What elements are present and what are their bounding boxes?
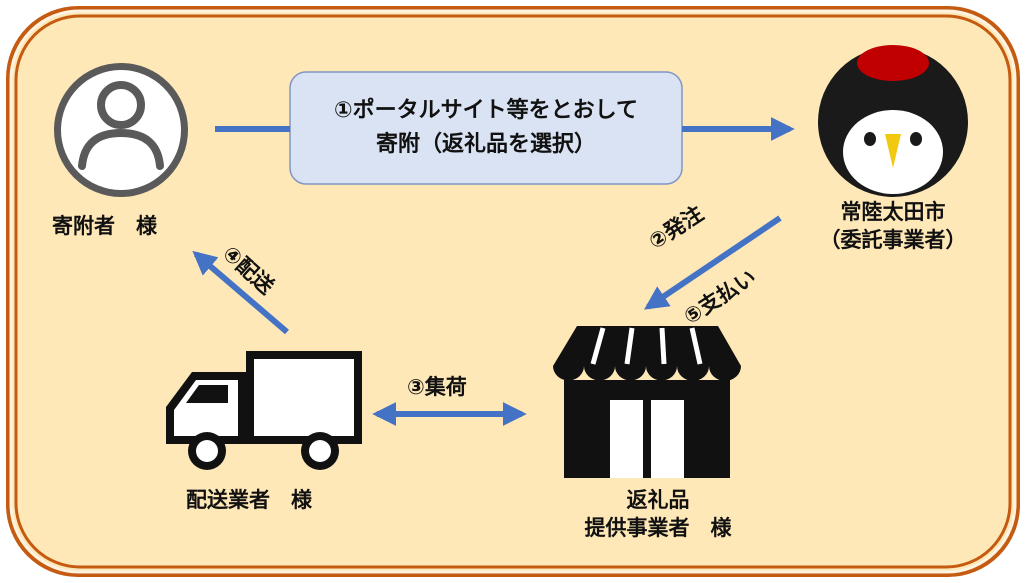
arrow-ship (192, 250, 289, 335)
frame-inner-line (14, 14, 1012, 569)
step-pickup-label: ③集荷 (407, 375, 467, 399)
donor-label: 寄附者 様 (52, 214, 157, 238)
storefront-icon (553, 326, 741, 478)
frame-gap (9, 9, 1017, 574)
city-label-line2: （委託事業者） (819, 228, 967, 252)
delivery-truck-icon (166, 351, 362, 470)
supplier-label: 返礼品 提供事業者 様 (552, 486, 764, 542)
bird-mascot-icon (818, 45, 968, 197)
delivery-label: 配送業者 様 (186, 488, 312, 512)
user-avatar-icon (54, 63, 188, 197)
city-label: 常陸太田市 （委託事業者） (800, 198, 986, 254)
step1-line1: ①ポータルサイト等をとおして (334, 98, 638, 123)
supplier-label-line1: 返礼品 (626, 488, 690, 512)
city-label-line1: 常陸太田市 (840, 200, 946, 224)
step1-line2: 寄附（返礼品を選択） (375, 132, 596, 157)
step1-label: ①ポータルサイト等をとおして 寄附（返礼品を選択） (290, 72, 682, 184)
arrow-order (644, 215, 782, 310)
supplier-label-line2: 提供事業者 様 (584, 516, 732, 540)
